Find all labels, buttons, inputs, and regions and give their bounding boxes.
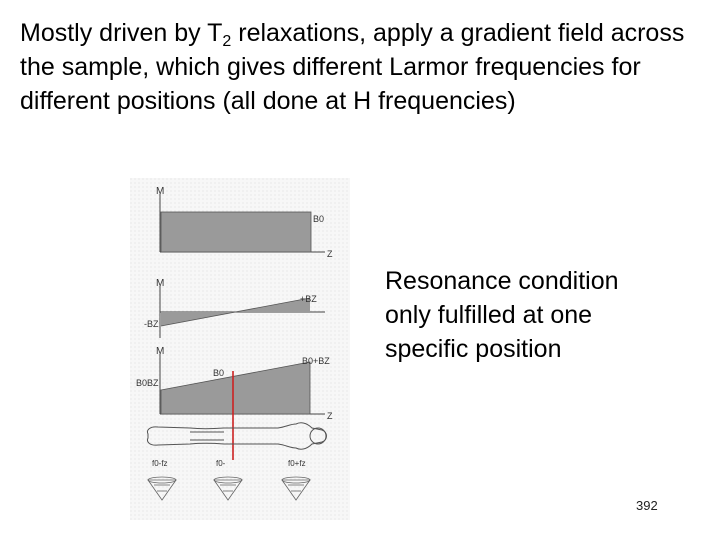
- panel2-axis-y-label: M: [156, 278, 164, 289]
- slide-heading: Mostly driven by T2 relaxations, apply a…: [20, 16, 700, 118]
- panel3-axis-y-label: M: [156, 346, 164, 357]
- panel3-left-label: B0BZ: [136, 378, 159, 388]
- frequency-label-high: f0+fz: [288, 459, 306, 468]
- panel-combined-field: M B0+BZ B0BZ B0 Z: [136, 346, 333, 421]
- figure-svg: M B0 Z M +BZ -BZ M B0+BZ B0BZ B0 Z: [130, 178, 350, 520]
- panel1-field-block: [160, 211, 312, 253]
- panel2-gradient-line: [160, 297, 311, 327]
- frequency-label-low: f0-fz: [152, 459, 168, 468]
- side-text-line-2: only fulfilled at one: [385, 301, 593, 329]
- receiver-cone-icon-2: [213, 476, 243, 501]
- side-text-line-1: Resonance condition: [385, 267, 619, 295]
- receiver-cone-icon-3: [281, 476, 311, 501]
- receiver-cone-icon-1: [147, 476, 177, 501]
- panel1-field-label: B0: [313, 214, 324, 224]
- panel1-axis-y-label: M: [156, 186, 164, 197]
- panel1-axis-x-label: Z: [327, 249, 333, 259]
- page-number: 392: [636, 498, 658, 513]
- mri-gradient-figure: M B0 Z M +BZ -BZ M B0+BZ B0BZ B0 Z: [130, 178, 350, 520]
- side-text-line-3: specific position: [385, 335, 562, 363]
- panel2-pos-label: +BZ: [300, 294, 317, 304]
- heading-subscript: 2: [222, 33, 232, 50]
- panel2-neg-label: -BZ: [144, 319, 159, 329]
- panel3-combined-block: [160, 361, 311, 415]
- panel3-mid-label: B0: [213, 368, 224, 378]
- resonance-condition-text: Resonance condition only fulfilled at on…: [385, 264, 705, 366]
- panel3-axis-x-label: Z: [327, 411, 333, 421]
- patient-body-icon: [147, 422, 327, 450]
- panel-gradient-field: M +BZ -BZ: [144, 278, 325, 338]
- heading-text-end: relaxations, apply a gradient field acro…: [20, 19, 685, 115]
- frequency-label-mid: f0-: [216, 459, 226, 468]
- panel-uniform-field: M B0 Z: [156, 186, 333, 259]
- heading-text-start: Mostly driven by T: [20, 19, 223, 47]
- panel3-right-label: B0+BZ: [302, 356, 330, 366]
